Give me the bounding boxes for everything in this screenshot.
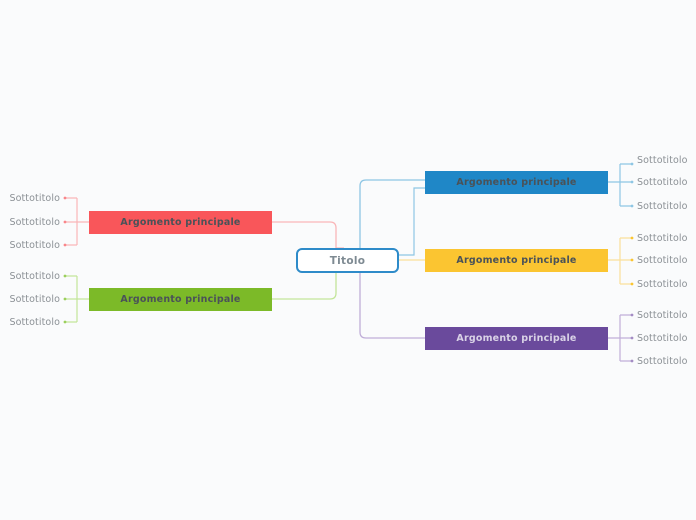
- topic-yellow[interactable]: Argomento principale: [425, 249, 608, 272]
- connector-green-children: [65, 275, 89, 323]
- center-node[interactable]: Titolo: [296, 248, 399, 273]
- leaf-purple-2[interactable]: Sottotitolo: [637, 331, 688, 345]
- leaf-green-3-label: Sottotitolo: [9, 316, 60, 328]
- leaf-red-1[interactable]: Sottotitolo: [0, 191, 60, 205]
- leaf-yellow-3[interactable]: Sottotitolo: [637, 277, 688, 291]
- leaf-red-2-label: Sottotitolo: [9, 216, 60, 228]
- leaf-blue-2[interactable]: Sottotitolo: [637, 175, 688, 189]
- leaf-green-3[interactable]: Sottotitolo: [0, 315, 60, 329]
- connector-center-to-purple: [352, 261, 425, 339]
- leaf-yellow-3-label: Sottotitolo: [637, 278, 688, 290]
- leaf-purple-1[interactable]: Sottotitolo: [637, 308, 688, 322]
- leaf-purple-3[interactable]: Sottotitolo: [637, 354, 688, 368]
- leaf-yellow-1[interactable]: Sottotitolo: [637, 231, 688, 245]
- topic-purple[interactable]: Argomento principale: [425, 327, 608, 350]
- center-node-label: Titolo: [329, 254, 366, 267]
- leaf-blue-2-label: Sottotitolo: [637, 176, 688, 188]
- leaf-purple-2-label: Sottotitolo: [637, 332, 688, 344]
- leaf-green-2-label: Sottotitolo: [9, 293, 60, 305]
- connector-center-to-green: [271, 271, 344, 300]
- leaf-green-2[interactable]: Sottotitolo: [0, 292, 60, 306]
- leaf-yellow-1-label: Sottotitolo: [637, 232, 688, 244]
- leaf-red-1-label: Sottotitolo: [9, 192, 60, 204]
- topic-green-label: Argomento principale: [120, 294, 241, 305]
- topic-green[interactable]: Argomento principale: [89, 288, 272, 311]
- leaf-blue-1[interactable]: Sottotitolo: [637, 153, 688, 167]
- connector-center-to-blue: [399, 187, 425, 256]
- connector-center-to-red: [271, 221, 344, 249]
- leaf-purple-3-label: Sottotitolo: [637, 355, 688, 367]
- leaf-green-1-label: Sottotitolo: [9, 270, 60, 282]
- leaf-red-2[interactable]: Sottotitolo: [0, 215, 60, 229]
- leaf-green-1[interactable]: Sottotitolo: [0, 269, 60, 283]
- leaf-blue-1-label: Sottotitolo: [637, 154, 688, 166]
- leaf-red-3[interactable]: Sottotitolo: [0, 238, 60, 252]
- topic-purple-label: Argomento principale: [456, 333, 577, 344]
- leaf-purple-1-label: Sottotitolo: [637, 309, 688, 321]
- topic-red-label: Argomento principale: [120, 217, 241, 228]
- topic-yellow-label: Argomento principale: [456, 255, 577, 266]
- connector-red-children: [65, 197, 89, 246]
- leaf-red-3-label: Sottotitolo: [9, 239, 60, 251]
- topic-blue[interactable]: Argomento principale: [425, 171, 608, 194]
- leaf-yellow-2[interactable]: Sottotitolo: [637, 253, 688, 267]
- connector-yellow-children: [608, 237, 632, 285]
- leaf-yellow-2-label: Sottotitolo: [637, 254, 688, 266]
- topic-red[interactable]: Argomento principale: [89, 211, 272, 234]
- connector-blue-children: [608, 163, 632, 207]
- leaf-blue-3-label: Sottotitolo: [637, 200, 688, 212]
- leaf-blue-3[interactable]: Sottotitolo: [637, 199, 688, 213]
- topic-blue-label: Argomento principale: [456, 177, 577, 188]
- connector-purple-children: [608, 314, 632, 362]
